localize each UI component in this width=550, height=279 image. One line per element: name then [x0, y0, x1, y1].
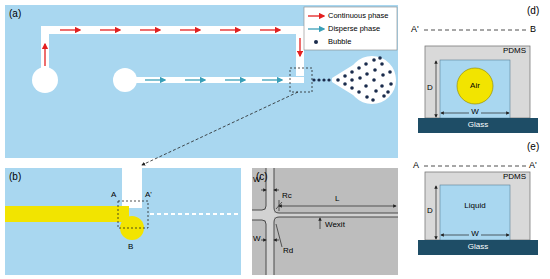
- section-label: B: [530, 25, 536, 35]
- node-text: Air: [470, 82, 480, 91]
- panel-label: (e): [527, 141, 539, 152]
- dimension-label: W: [469, 108, 481, 117]
- dimension-label: W: [253, 176, 261, 185]
- panel-label: (b): [9, 171, 21, 182]
- continuous-channel: [45, 30, 300, 80]
- point-label: B: [128, 243, 133, 252]
- channel-cross-section: [440, 60, 510, 118]
- legend-text: Continuous phase: [328, 12, 388, 20]
- inlet-port: [113, 68, 137, 92]
- section-line: [424, 30, 526, 31]
- disperse-channel: [135, 77, 304, 83]
- panel-label: (a): [9, 8, 21, 19]
- dimension-label: Rd: [283, 247, 293, 256]
- glass-substrate: Glass: [418, 118, 538, 133]
- panel-a: [5, 5, 398, 158]
- inlet-port: [32, 67, 58, 93]
- liquid-channel: Liquid: [440, 185, 510, 227]
- dimension-lines: [261, 190, 396, 247]
- channel-cross-section: [440, 185, 510, 240]
- dimension-label: W: [469, 230, 481, 239]
- dimension-label: D: [427, 207, 433, 216]
- dimension-label: Rc: [282, 192, 292, 201]
- disperse-arrows: [145, 79, 282, 80]
- node-text: Liquid: [464, 202, 485, 211]
- legend-text: Bubble: [328, 38, 351, 46]
- pdms-housing: [425, 46, 530, 118]
- panel-b: [5, 168, 241, 275]
- glass-substrate: Glass: [418, 240, 538, 255]
- section-label: A': [411, 25, 419, 35]
- outlet-chamber: [348, 56, 396, 104]
- legend-sample: [314, 40, 318, 44]
- dimension-label: Wexit: [325, 221, 345, 230]
- section-label: A': [529, 161, 537, 171]
- node-text: PDMS: [503, 173, 526, 182]
- zoom-pointer: [142, 92, 298, 165]
- dimension-line: [436, 61, 437, 117]
- section-label: A: [413, 161, 419, 171]
- dimension-line: [436, 186, 437, 239]
- section-line: [424, 166, 526, 167]
- air-bubble-outline: [457, 68, 493, 104]
- legend-box: [304, 7, 397, 50]
- node-text: Glass: [468, 121, 488, 130]
- air-bubble: Air: [457, 68, 493, 104]
- legend-sample: [308, 15, 324, 16]
- point-label: A': [145, 191, 152, 200]
- node-text: Glass: [468, 243, 488, 252]
- panel-label: (d): [527, 5, 539, 16]
- dimension-label: L: [335, 195, 339, 204]
- legend-sample: [308, 28, 324, 29]
- bubbles: [312, 56, 392, 102]
- section-box: [118, 201, 148, 228]
- gas-channel: [122, 168, 142, 208]
- continuous-arrows: [45, 30, 300, 66]
- dimension-label: D: [427, 84, 433, 93]
- zoom-box: [290, 68, 312, 92]
- channel-walls: [252, 168, 398, 275]
- micrograph: [252, 168, 398, 275]
- node-text: PDMS: [503, 47, 526, 56]
- point-label: A: [111, 191, 116, 200]
- pdms-housing: [425, 172, 530, 240]
- dimension-label: W: [253, 235, 261, 244]
- liquid-stream: [5, 206, 129, 222]
- outlet-channel: [150, 213, 240, 215]
- legend-text: Disperse phase: [328, 25, 380, 33]
